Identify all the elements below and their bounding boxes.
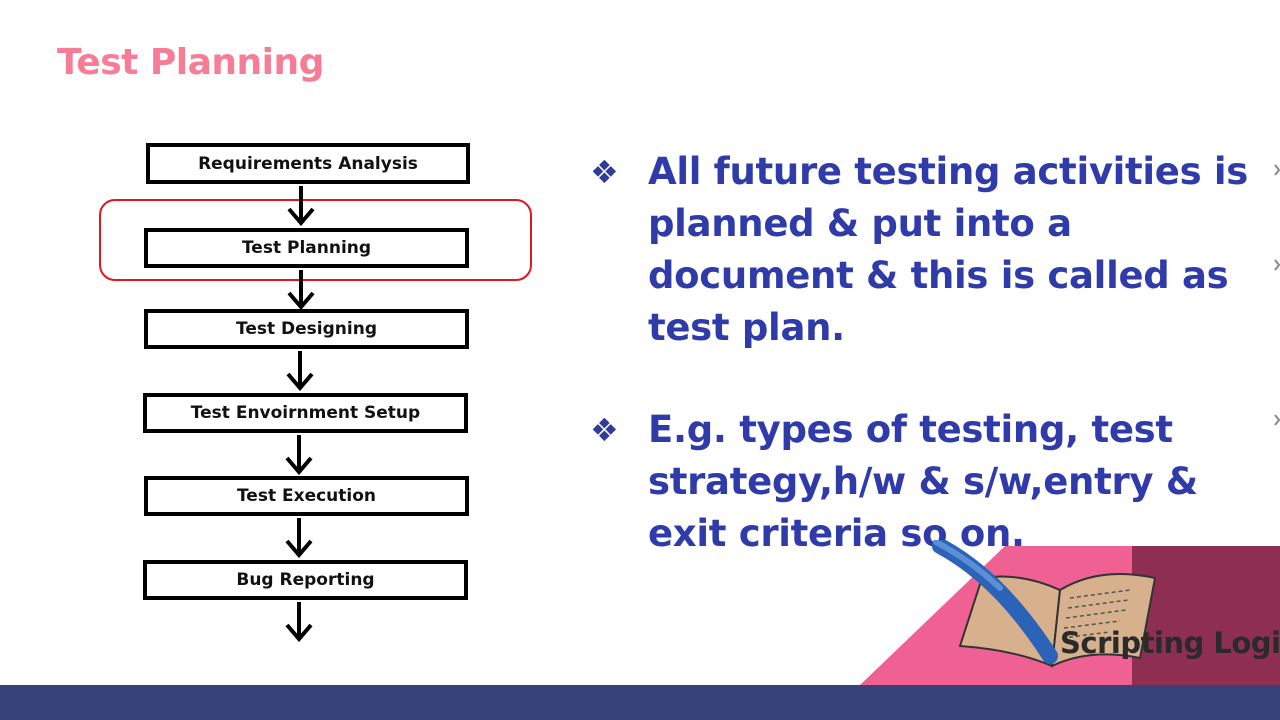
- highlight-frame: [99, 199, 532, 281]
- bullet-test-plan-definition: ❖ All future testing activities is plann…: [590, 146, 1280, 354]
- down-arrow-icon: [285, 602, 313, 642]
- step-test-designing: Test Designing: [144, 309, 469, 349]
- step-test-execution: Test Execution: [144, 476, 469, 516]
- brand-name: Scripting Logic: [1060, 626, 1280, 660]
- down-arrow-icon: [286, 351, 314, 391]
- bullet-text: E.g. types of testing, test strategy,h/w…: [648, 408, 1198, 555]
- diamond-bullet-icon: ❖: [590, 153, 619, 191]
- brand-logo: Scripting Logic: [860, 540, 1280, 690]
- down-arrow-icon: [287, 270, 315, 310]
- down-arrow-icon: [285, 435, 313, 475]
- down-arrow-icon: [287, 186, 315, 226]
- down-arrow-icon: [285, 518, 313, 558]
- bullet-test-plan-examples: ❖ E.g. types of testing, test strategy,h…: [590, 404, 1280, 560]
- footer-bar: [0, 685, 1280, 720]
- step-test-planning: Test Planning: [144, 228, 469, 268]
- bullet-text: All future testing activities is planned…: [648, 150, 1248, 349]
- edge-marks: [1274, 164, 1280, 426]
- step-bug-reporting: Bug Reporting: [143, 560, 468, 600]
- step-requirements-analysis: Requirements Analysis: [146, 143, 470, 184]
- slide-title: Test Planning: [57, 42, 324, 83]
- book-quill-icon: [860, 540, 1280, 685]
- flowchart: Requirements Analysis Test Planning Test…: [0, 0, 560, 680]
- step-test-environment-setup: Test Envoirnment Setup: [143, 393, 468, 433]
- diamond-bullet-icon: ❖: [590, 411, 619, 449]
